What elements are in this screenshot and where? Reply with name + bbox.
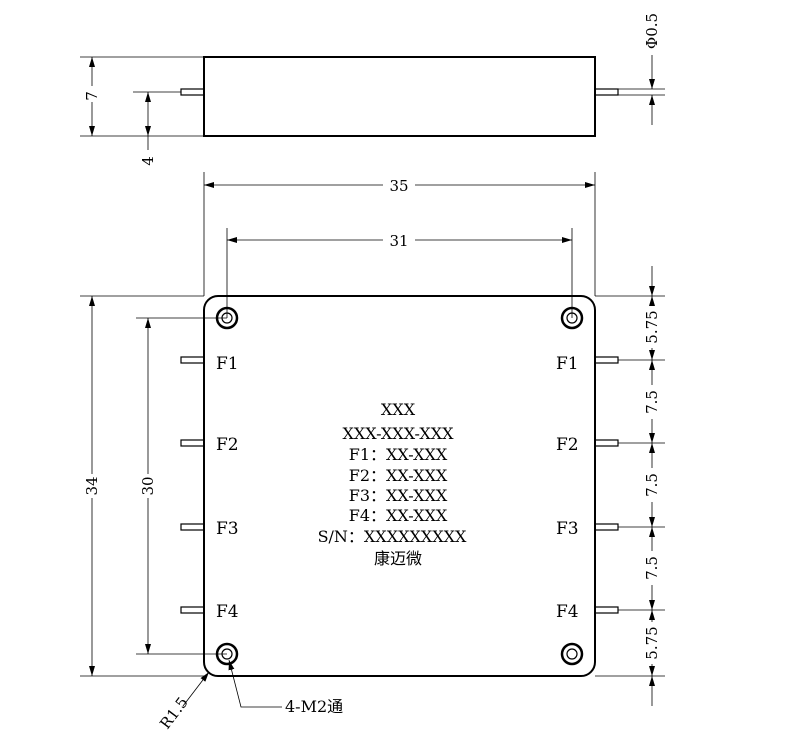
label-line-serial: S/N：XXXXXXXXX <box>318 527 467 546</box>
label-line-f3: F3：XX-XXX <box>349 486 448 505</box>
side-view: 7 4 Φ0.5 <box>80 13 665 166</box>
pin-label-right-f1: F1 <box>556 354 579 374</box>
label-line-f4: F4：XX-XXX <box>349 506 448 525</box>
dim-pin-diameter: Φ0.5 <box>643 13 661 49</box>
top-view: F1 F2 F3 F4 F1 F2 F3 F4 XXX XXX-XXX-XXX … <box>80 172 665 732</box>
label-line-f2: F2：XX-XXX <box>349 466 448 485</box>
pin-right-f3 <box>594 523 619 531</box>
dim-width: 35 <box>389 177 408 195</box>
side-view-pin-right <box>594 88 619 96</box>
dim-hole-spacing-y: 30 <box>139 476 157 495</box>
pin-left-f1 <box>180 356 205 364</box>
pin-label-left-f1: F1 <box>216 354 239 374</box>
hole-callout: 4-M2通 <box>285 697 343 716</box>
side-view-pin-left <box>180 88 205 96</box>
dim-height: 34 <box>83 476 101 495</box>
pin-label-left-f3: F3 <box>216 519 239 539</box>
pin-label-left-f4: F4 <box>216 602 239 622</box>
label-line-f1: F1：XX-XXX <box>349 445 448 464</box>
hole-callout-leader <box>228 659 282 708</box>
mounting-hole-bottom-right <box>560 642 584 666</box>
dim-side-height: 7 <box>83 91 101 101</box>
pin-left-f2 <box>180 439 205 447</box>
dim-pitch-2: 7.5 <box>643 473 661 497</box>
pin-label-left-f2: F2 <box>216 435 239 455</box>
corner-radius-label: R1.5 <box>156 694 192 733</box>
dim-pitch-1: 7.5 <box>643 390 661 414</box>
pin-right-f2 <box>594 439 619 447</box>
dim-pitch-3: 7.5 <box>643 556 661 580</box>
pin-left-f4 <box>180 606 205 614</box>
side-view-body <box>203 56 596 137</box>
label-line-part-number: XXX-XXX-XXX <box>342 424 454 443</box>
pin-left-f3 <box>180 523 205 531</box>
pin-label-right-f4: F4 <box>556 602 579 622</box>
label-line-model: XXX <box>381 400 416 419</box>
product-label: XXX XXX-XXX-XXX F1：XX-XXX F2：XX-XXX F3：X… <box>318 400 467 568</box>
pin-label-right-f2: F2 <box>556 435 579 455</box>
pin-label-right-f3: F3 <box>556 519 579 539</box>
corner-radius-leader <box>182 671 210 707</box>
pin-right-f1 <box>594 356 619 364</box>
label-line-brand: 康迈微 <box>374 549 422 568</box>
top-view-body <box>203 295 596 677</box>
dim-pin-height: 4 <box>139 156 157 166</box>
dim-hole-spacing-x: 31 <box>389 232 408 250</box>
dim-pitch-bottom: 5.75 <box>643 626 661 659</box>
dim-pitch-top: 5.75 <box>643 310 661 343</box>
pin-right-f4 <box>594 606 619 614</box>
